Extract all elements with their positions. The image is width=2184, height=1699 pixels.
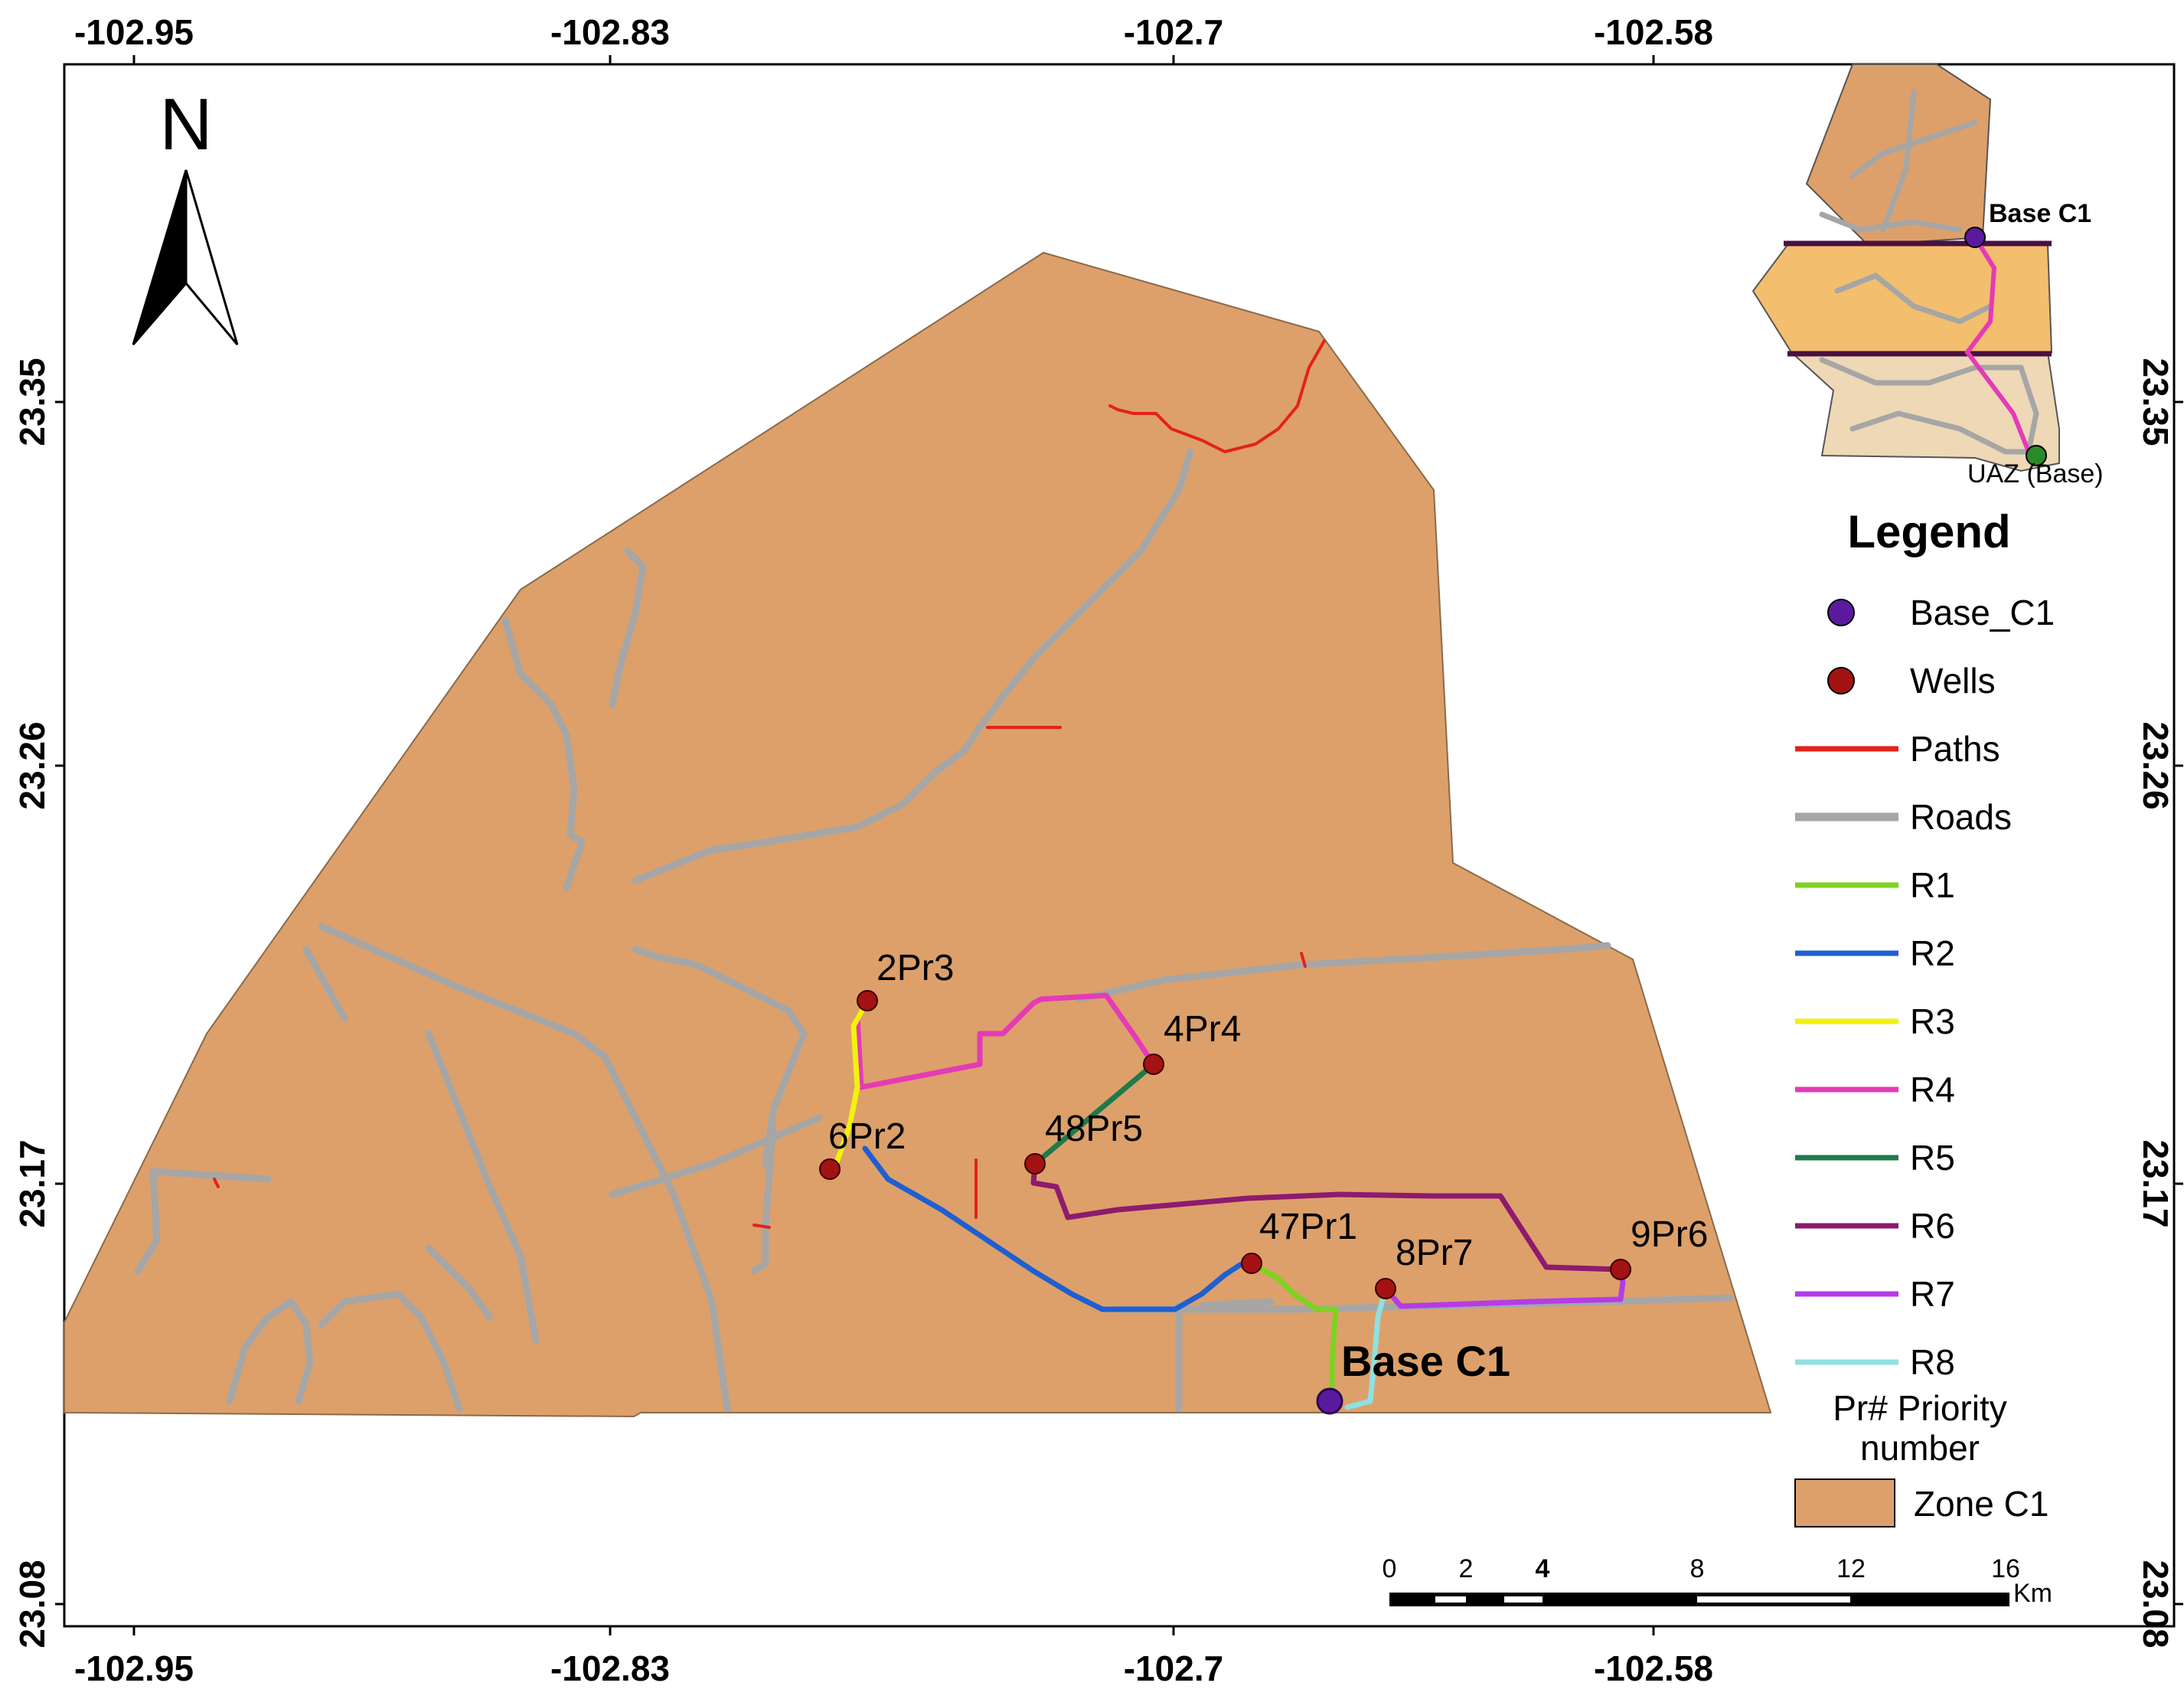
legend: Legend Base_C1WellsPathsRoadsR1R2R3R4R5R…: [1794, 506, 2055, 1527]
north-arrow-label: N: [159, 83, 212, 165]
x-tick-bottom-3: -102.7: [1124, 1648, 1223, 1688]
route-r8: [1344, 1286, 1389, 1410]
scale-bar: 0 2 4 8 12 16 Km: [1383, 1554, 2052, 1608]
x-tick-top-2: -102.83: [550, 12, 670, 52]
well-label-9pr6: 9Pr6: [1631, 1214, 1708, 1255]
legend-priority-note-2: number: [1860, 1428, 1980, 1468]
y-tick-left-4: 23.08: [12, 1560, 52, 1648]
route-r5: [1032, 1061, 1157, 1167]
well-label-47pr1: 47Pr1: [1259, 1207, 1357, 1247]
legend-label-base-c1: Base_C1: [1910, 593, 2055, 632]
route-r1: [1249, 1260, 1339, 1404]
route-r6: [1030, 1161, 1624, 1273]
x-tick-bottom-1: -102.95: [74, 1648, 194, 1688]
paths-layer: [213, 339, 1326, 1229]
x-tick-top-1: -102.95: [74, 12, 194, 52]
base-c1-point[interactable]: [1316, 1387, 1343, 1415]
y-tick-right-1: 23.35: [2136, 358, 2176, 446]
scale-tick-16: 16: [1991, 1554, 2020, 1583]
well-label-48pr5: 48Pr5: [1045, 1109, 1143, 1149]
route-r2: [862, 1145, 1255, 1312]
scale-tick-4: 4: [1536, 1554, 1550, 1583]
well-2pr3[interactable]: [857, 990, 878, 1011]
base-c1-label: Base C1: [1341, 1337, 1510, 1385]
wells-layer: [819, 990, 1631, 1299]
legend-label-r7: R7: [1910, 1274, 1955, 1314]
scale-bar-segment-4: [1504, 1596, 1543, 1603]
inset-uaz-point: [2026, 445, 2047, 466]
legend-label-r1: R1: [1910, 865, 1955, 905]
legend-zone-label: Zone C1: [1914, 1484, 2049, 1524]
inset-roads: [1819, 89, 2047, 455]
x-tick-bottom-4: -102.58: [1594, 1648, 1713, 1688]
legend-label-r4: R4: [1910, 1070, 1955, 1109]
well-label-4pr4: 4Pr4: [1164, 1009, 1241, 1050]
legend-zone-swatch: [1794, 1478, 1895, 1527]
roads-layer: [134, 448, 1734, 1413]
legend-symbol-wells: [1827, 667, 1855, 694]
route-r3: [831, 998, 870, 1172]
well-label-2pr3: 2Pr3: [877, 948, 954, 988]
scale-bar-segment-8: [1697, 1596, 1850, 1603]
well-8pr7[interactable]: [1375, 1278, 1396, 1299]
routes-layer: [831, 992, 1626, 1410]
legend-label-r2: R2: [1910, 933, 1955, 973]
legend-symbol-base-c1: [1827, 599, 1855, 626]
well-4pr4[interactable]: [1143, 1054, 1164, 1075]
well-label-8pr7: 8Pr7: [1396, 1233, 1473, 1273]
scale-tick-8: 8: [1690, 1554, 1705, 1583]
scale-tick-12: 12: [1836, 1554, 1866, 1583]
legend-label-roads: Roads: [1910, 797, 2012, 837]
legend-label-r3: R3: [1910, 1001, 1955, 1041]
y-tick-right-2: 23.26: [2136, 721, 2176, 809]
route-r7: [1383, 1266, 1626, 1309]
x-tick-top-3: -102.7: [1124, 12, 1223, 52]
y-tick-right-4: 23.08: [2136, 1560, 2176, 1648]
legend-label-r5: R5: [1910, 1138, 1955, 1178]
y-tick-left-3: 23.17: [12, 1139, 52, 1227]
inset-map: Base C1 UAZ (Base): [1751, 64, 2104, 488]
y-tick-right-3: 23.17: [2136, 1139, 2176, 1227]
scale-tick-0: 0: [1383, 1554, 1397, 1583]
well-48pr5[interactable]: [1024, 1153, 1046, 1175]
well-label-6pr2: 6Pr2: [828, 1116, 906, 1157]
x-tick-bottom-2: -102.83: [550, 1648, 670, 1688]
legend-label-r6: R6: [1910, 1206, 1955, 1246]
scale-bar-segment-2: [1435, 1596, 1466, 1603]
y-tick-left-1: 23.35: [12, 358, 52, 446]
well-9pr6[interactable]: [1610, 1259, 1631, 1280]
north-arrow-right-half: [184, 169, 239, 345]
scale-unit: Km: [2013, 1579, 2052, 1608]
scale-tick-2: 2: [1459, 1554, 1474, 1583]
inset-uaz-label: UAZ (Base): [1967, 459, 2104, 488]
legend-label-wells: Wells: [1910, 661, 1996, 701]
route-r4: [854, 992, 1157, 1090]
inset-base-point: [1964, 227, 1986, 248]
legend-label-r8: R8: [1910, 1342, 1955, 1382]
well-47pr1[interactable]: [1241, 1253, 1262, 1274]
legend-priority-note-1: Pr# Priority: [1833, 1388, 2006, 1428]
zone-c1-polygon: [64, 251, 1772, 1418]
legend-title: Legend: [1847, 506, 2010, 557]
north-arrow: N: [132, 83, 239, 345]
legend-label-paths: Paths: [1910, 729, 2000, 769]
inset-route: [1964, 236, 2031, 453]
inset-base-label: Base C1: [1989, 199, 2091, 228]
x-tick-top-4: -102.58: [1594, 12, 1713, 52]
y-tick-left-2: 23.26: [12, 721, 52, 809]
frame-ticks: [55, 55, 2183, 1635]
well-6pr2[interactable]: [819, 1158, 841, 1180]
